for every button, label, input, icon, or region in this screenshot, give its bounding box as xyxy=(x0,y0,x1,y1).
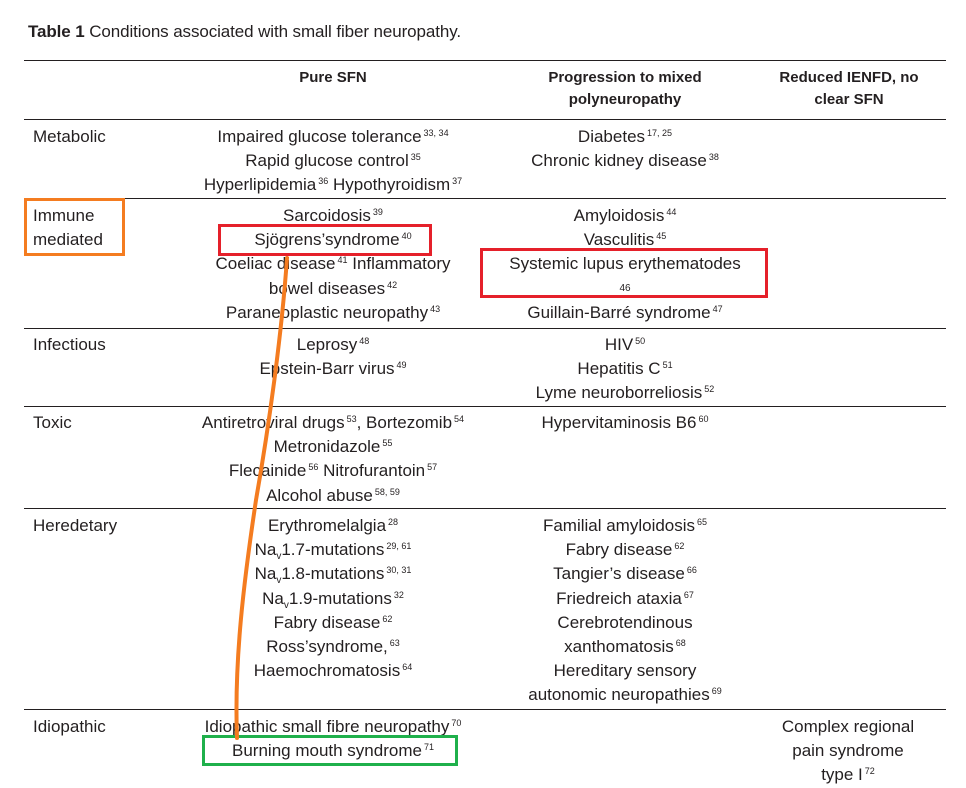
orange-highlight-box xyxy=(24,198,125,256)
category-metabolic: Metabolic xyxy=(33,127,106,146)
green-highlight-box xyxy=(202,735,458,766)
table-cell: Complex regional xyxy=(781,717,915,736)
header-progression-line2: polyneuropathy xyxy=(568,91,682,108)
header-rule xyxy=(24,119,946,120)
table-cell: pain syndrome xyxy=(792,741,904,761)
row-rule xyxy=(24,328,946,329)
table-top-rule xyxy=(24,60,946,61)
category-idiopathic: Idiopathic xyxy=(33,717,106,736)
header-reduced-ienfd: Reduced IENFD, no clear SFN xyxy=(764,67,934,111)
category-infectious: Infectious xyxy=(33,335,106,354)
category-immune-line2: mediated xyxy=(33,230,103,249)
row-rule xyxy=(24,508,946,509)
table-cell: Cerebrotendinous xyxy=(557,612,693,632)
header-reduced-line2: clear SFN xyxy=(814,91,884,108)
table-cell: Systemic lupus erythematodes xyxy=(509,254,741,274)
table-caption: Table 1 Conditions associated with small… xyxy=(28,22,461,42)
category-immune-line1: Immune xyxy=(33,206,95,225)
row-rule xyxy=(24,709,946,710)
header-pure-sfn: Pure SFN xyxy=(233,67,433,89)
category-toxic: Toxic xyxy=(33,413,72,432)
table-cell: 46 xyxy=(619,282,631,294)
category-immune-mediated: Immune mediated xyxy=(33,204,103,252)
table-caption-text: Conditions associated with small fiber n… xyxy=(89,22,461,41)
red-highlight-box-sjogrens xyxy=(218,224,432,256)
header-reduced-line1: Reduced IENFD, no xyxy=(779,69,919,86)
header-progression: Progression to mixed polyneuropathy xyxy=(510,67,740,111)
table-cell: Hereditary sensory xyxy=(553,661,697,681)
red-highlight-box-lupus xyxy=(480,248,768,298)
table-caption-label: Table 1 xyxy=(28,22,85,41)
table-cell: Ross’syndrome,63 xyxy=(266,637,400,657)
header-progression-line1: Progression to mixed xyxy=(548,69,702,86)
category-heredetary: Heredetary xyxy=(33,516,118,535)
row-rule xyxy=(24,406,946,407)
row-rule xyxy=(24,198,946,199)
header-pure-sfn-text: Pure SFN xyxy=(299,69,367,86)
